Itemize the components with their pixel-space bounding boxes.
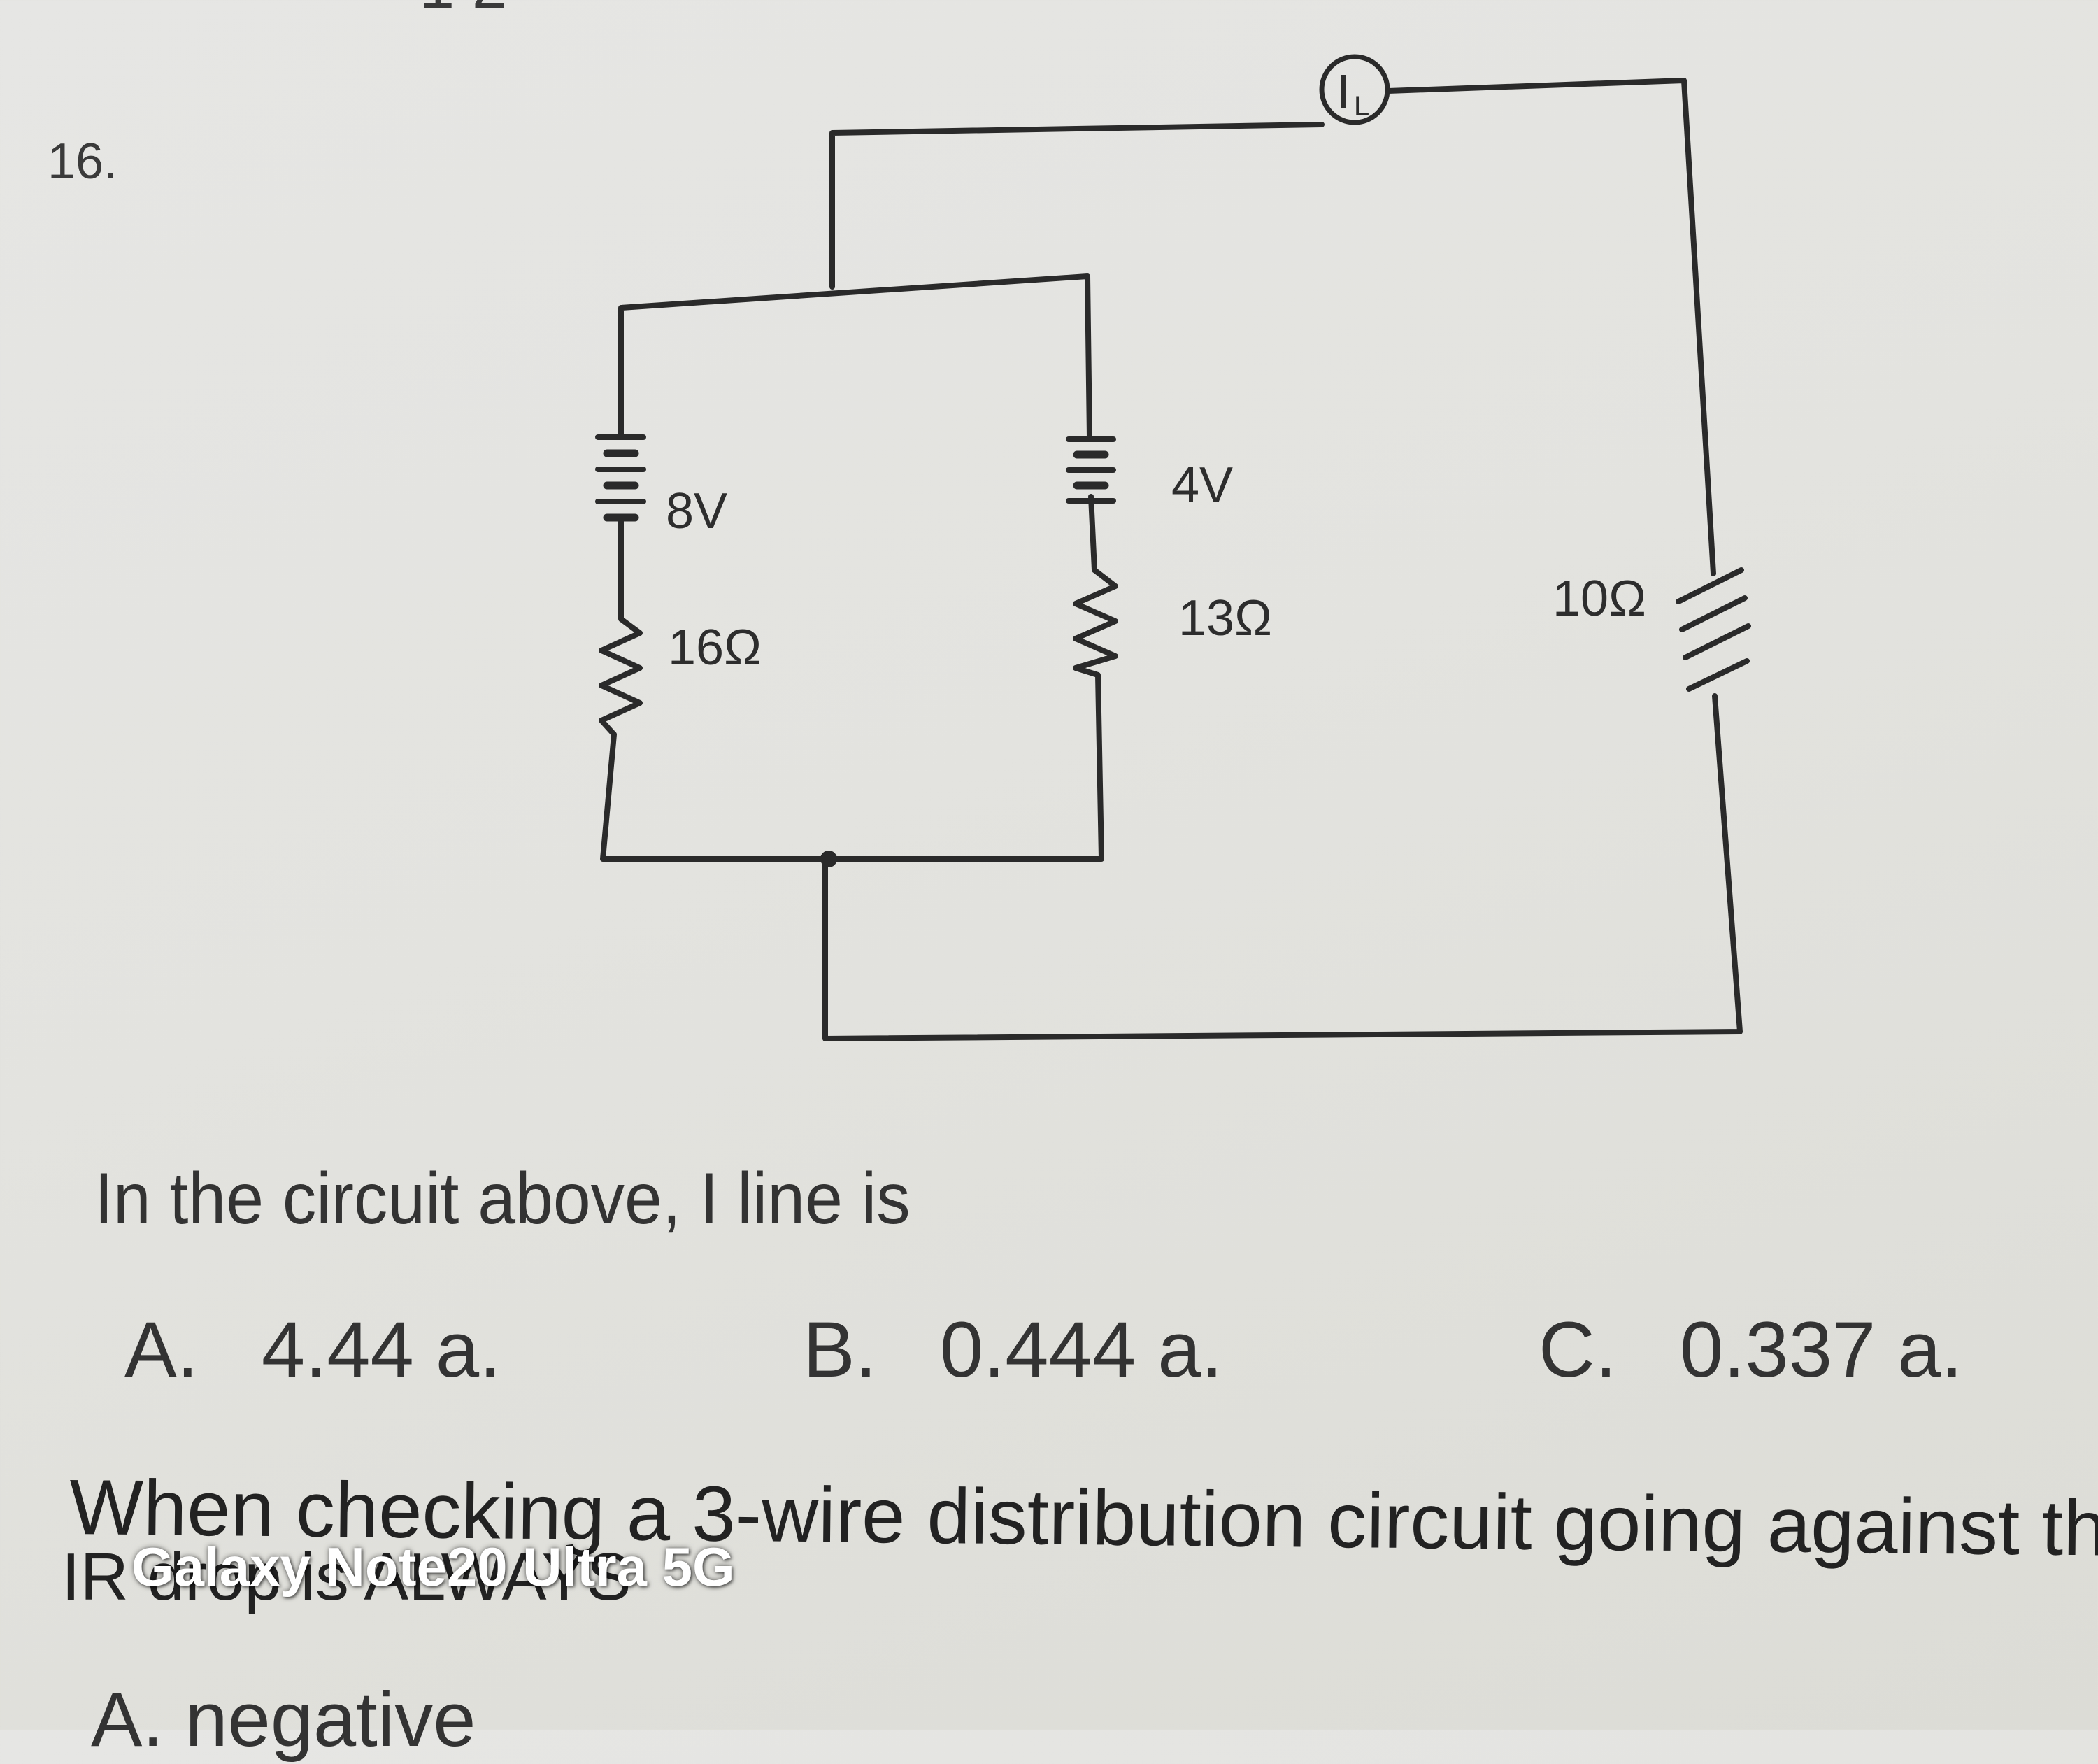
- question-text: In the circuit above, I line is: [94, 1158, 911, 1239]
- meter-label: I: [1336, 64, 1350, 119]
- choice-value: 4.44 a.: [261, 1306, 501, 1393]
- choice-letter: B.: [803, 1306, 877, 1393]
- next-choice-fragment: A. negative: [91, 1677, 476, 1763]
- resistor-middle-icon: [1073, 567, 1118, 678]
- choice-value: 0.337 a.: [1680, 1306, 1963, 1393]
- choice-letter: C.: [1539, 1306, 1617, 1393]
- wire-right-lower: [822, 693, 1743, 1041]
- resistor-middle-label: 13Ω: [1178, 590, 1272, 646]
- resistor-left-label: 16Ω: [668, 620, 762, 676]
- meter-icon: [1319, 54, 1390, 125]
- camera-watermark: Galaxy Note20 Ultra 5G: [131, 1536, 735, 1598]
- wire-left-bottom: [600, 672, 1104, 862]
- wire-middle-mid: [1088, 494, 1097, 573]
- circuit-diagram: I L 8V 16Ω 4V 13Ω 10Ω: [595, 54, 1751, 1041]
- choice-c: C. 0.337 a.: [1539, 1304, 1963, 1395]
- choice-letter: A.: [124, 1306, 199, 1393]
- battery-middle-label: 4V: [1171, 457, 1233, 513]
- junction-dot: [820, 851, 837, 867]
- wire-inner-top: [618, 273, 1092, 440]
- next-question-text-continued: IR drop is ALWAYS: [62, 1539, 631, 1614]
- battery-middle-icon: [1066, 436, 1116, 504]
- top-page-fragment: 1 2: [420, 0, 507, 23]
- battery-left-label: 8V: [666, 483, 727, 539]
- resistor-left-icon: [599, 616, 643, 737]
- choice-b: B. 0.444 a.: [803, 1304, 1223, 1395]
- wire-top-outer: [829, 122, 1325, 290]
- choice-value: 0.444 a.: [939, 1306, 1223, 1393]
- resistor-right-label: 10Ω: [1553, 571, 1646, 627]
- choice-a: A. 4.44 a.: [124, 1304, 501, 1395]
- wire-top-right: [1385, 78, 1716, 576]
- question-number: 16.: [48, 134, 118, 190]
- resistor-right-icon: [1676, 567, 1751, 692]
- meter-subscript: L: [1354, 91, 1369, 122]
- battery-left-icon: [595, 434, 646, 531]
